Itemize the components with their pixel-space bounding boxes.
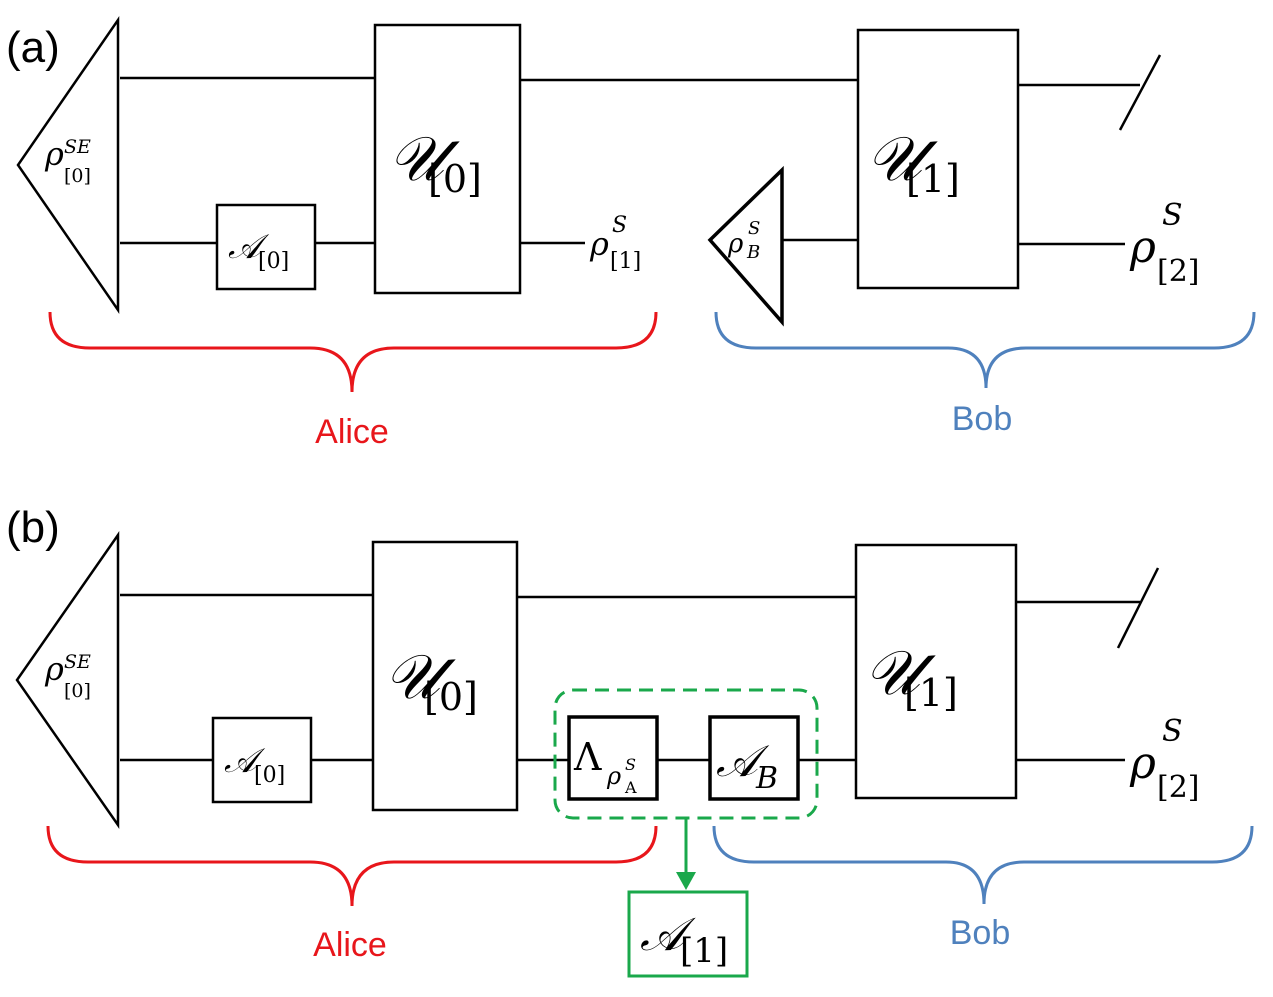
svg-text:[0]: [0] bbox=[64, 680, 91, 702]
unitary-u1 bbox=[854, 543, 1018, 800]
panel-b-label: (b) bbox=[6, 503, 60, 552]
unitary-u1 bbox=[856, 28, 1020, 290]
svg-text:SE: SE bbox=[64, 651, 91, 673]
output-state-2: ρ S [2] bbox=[1129, 714, 1200, 805]
unitary-u0 bbox=[371, 540, 519, 812]
svg-text:[0]: [0] bbox=[428, 157, 482, 201]
svg-text:Λ: Λ bbox=[573, 735, 602, 779]
unitary-u1-label: 𝒰 [1] bbox=[864, 636, 958, 715]
combined-gate-a1 bbox=[627, 890, 749, 978]
initial-state-triangle bbox=[15, 531, 120, 829]
svg-text:[0]: [0] bbox=[64, 165, 91, 187]
bob-label: Bob bbox=[952, 400, 1013, 438]
panel-b: (b) ρ SE [0] 𝒜 [0] 𝒰 [0] bbox=[6, 503, 1254, 978]
gate-a0 bbox=[211, 716, 313, 804]
output-state-1: ρ S [1] bbox=[589, 213, 641, 274]
svg-text:[2]: [2] bbox=[1157, 770, 1200, 805]
svg-text:[0]: [0] bbox=[258, 249, 289, 274]
svg-text:S: S bbox=[1162, 198, 1183, 233]
bob-brace bbox=[714, 311, 1256, 389]
trace-slash bbox=[1116, 567, 1160, 649]
svg-text:ρ: ρ bbox=[727, 229, 744, 259]
unitary-u0 bbox=[373, 23, 522, 295]
initial-state-label: ρ SE [0] bbox=[44, 135, 91, 187]
svg-text:ρ: ρ bbox=[589, 225, 609, 263]
gate-ab bbox=[708, 715, 800, 801]
unitary-u0-label: 𝒰 [0] bbox=[388, 122, 482, 201]
initial-state-label: ρ SE [0] bbox=[44, 650, 91, 702]
trace-slash bbox=[1118, 54, 1162, 131]
bob-state-triangle bbox=[707, 165, 784, 327]
svg-text:B: B bbox=[746, 242, 760, 263]
combined-arrow-head bbox=[676, 872, 696, 890]
svg-text:[1]: [1] bbox=[610, 249, 641, 274]
svg-text:[1]: [1] bbox=[904, 671, 958, 715]
bob-label: Bob bbox=[950, 914, 1011, 952]
gate-a0 bbox=[215, 203, 317, 291]
output-state-2: ρ S [2] bbox=[1129, 198, 1200, 289]
alice-label: Alice bbox=[313, 926, 387, 964]
svg-text:[2]: [2] bbox=[1157, 254, 1200, 289]
gate-lambda bbox=[567, 715, 659, 801]
svg-text:S: S bbox=[612, 213, 627, 238]
svg-text:[1]: [1] bbox=[680, 931, 728, 971]
svg-text:ρ: ρ bbox=[1129, 738, 1156, 789]
svg-text:[1]: [1] bbox=[906, 157, 960, 201]
alice-label: Alice bbox=[315, 413, 389, 451]
unitary-u1-label: 𝒰 [1] bbox=[866, 122, 960, 201]
alice-brace bbox=[46, 825, 658, 907]
svg-text:B: B bbox=[755, 761, 778, 796]
bob-brace bbox=[712, 825, 1254, 905]
alice-brace bbox=[48, 311, 658, 393]
svg-text:ρ: ρ bbox=[606, 762, 621, 790]
panel-a: (a) ρ SE [0] 𝒜 [0] 𝒰 [0] bbox=[6, 15, 1256, 451]
svg-text:A: A bbox=[624, 778, 637, 797]
svg-text:ρ: ρ bbox=[1129, 222, 1156, 273]
initial-state-triangle bbox=[16, 15, 120, 315]
svg-text:S: S bbox=[748, 218, 760, 239]
bob-state-label: ρ S B bbox=[727, 218, 760, 263]
svg-text:ρ: ρ bbox=[44, 135, 64, 173]
svg-text:SE: SE bbox=[64, 136, 91, 158]
panel-a-label: (a) bbox=[6, 23, 60, 72]
svg-text:S: S bbox=[625, 755, 636, 774]
svg-text:[0]: [0] bbox=[254, 763, 285, 788]
gate-lambda-label: Λ ρ S A bbox=[573, 735, 637, 797]
svg-text:ρ: ρ bbox=[44, 650, 64, 688]
combined-gate-a1-label: 𝒜 [1] bbox=[640, 907, 728, 971]
svg-text:S: S bbox=[1162, 714, 1183, 749]
svg-text:[0]: [0] bbox=[424, 675, 478, 719]
